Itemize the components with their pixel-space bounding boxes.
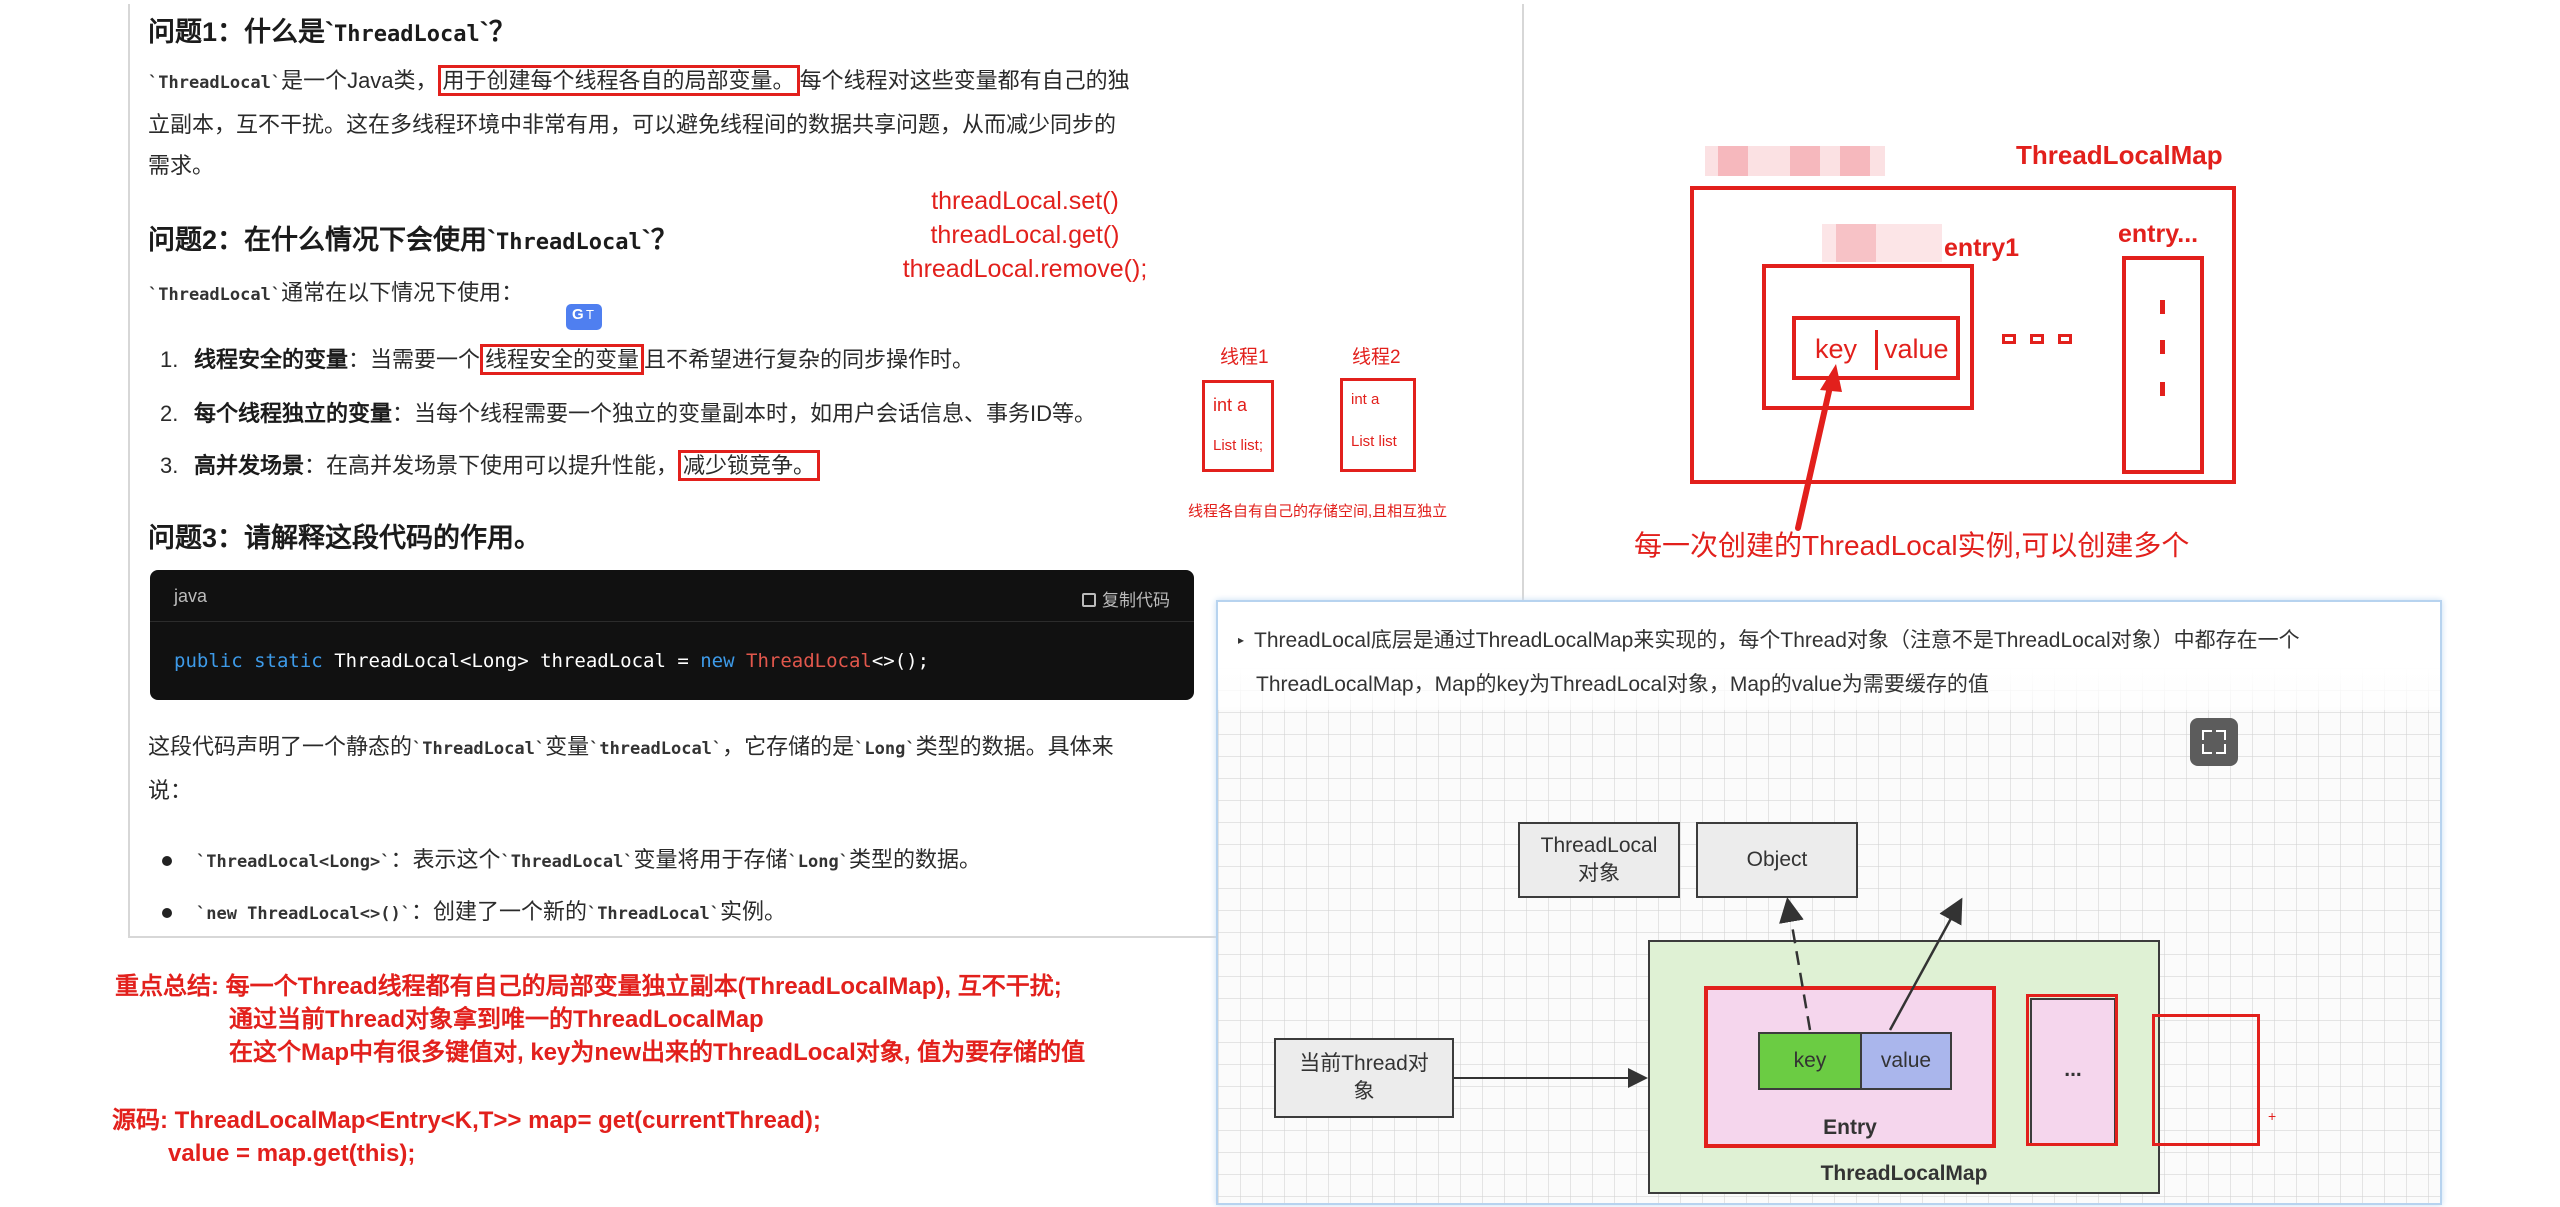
q1-paragraph: `ThreadLocal`是一个Java类，用于创建每个线程各自的局部变量。每个…	[148, 60, 1268, 186]
summary-note: 重点总结: 每一个Thread线程都有自己的局部变量独立副本(ThreadLoc…	[115, 973, 1086, 1066]
translate-icon[interactable]: G T	[566, 304, 602, 330]
bullet-item-2: `new ThreadLocal<>()`：创建了一个新的`ThreadLoca…	[162, 894, 786, 926]
q2-intro: `ThreadLocal`通常在以下情况下使用：	[148, 280, 524, 305]
sketch-entry-more-label: entry...	[2118, 220, 2199, 248]
q2-item-3: 3.高并发场景：在高并发场景下使用可以提升性能，减少锁竞争。	[160, 448, 821, 481]
q2-item-2: 2.每个线程独立的变量：当每个线程需要一个独立的变量副本时，如用户会话信息、事务…	[160, 401, 1097, 426]
q2-heading: 问题2：在什么情况下会使用`ThreadLocal`？	[148, 225, 678, 255]
value-node: value	[1860, 1032, 1952, 1090]
thread2-title: 线程2	[1352, 347, 1401, 368]
sketch-dot	[2002, 334, 2016, 344]
explain-paragraph: 这段代码声明了一个静态的`ThreadLocal`变量`threadLocal`…	[148, 734, 1114, 803]
embedded-screenshot: ▸ThreadLocal底层是通过ThreadLocalMap来实现的，每个Th…	[1216, 600, 2442, 1205]
sketch-dot	[2160, 382, 2165, 396]
key-node: key	[1758, 1032, 1862, 1090]
sketch-dot	[2030, 334, 2044, 344]
sketch-entry-more-box	[2122, 256, 2204, 474]
plus-mark: +	[2268, 1108, 2277, 1124]
sketch-entry1-box	[1762, 264, 1974, 410]
thread1-title: 线程1	[1220, 347, 1269, 368]
bullet-item-1: `ThreadLocal<Long>`：表示这个`ThreadLocal`变量将…	[162, 842, 981, 874]
code-language-label: java	[174, 586, 208, 606]
sketch-dot	[2058, 334, 2072, 344]
q3-heading: 问题3：请解释这段代码的作用。	[148, 523, 542, 553]
threads-note: 线程各自有自己的存储空间,且相互独立	[1188, 503, 1448, 520]
object-node: Object	[1696, 822, 1858, 898]
blurred-text	[1718, 146, 1748, 176]
extra-highlight-box	[2152, 1014, 2260, 1146]
sketch-map-box	[1690, 186, 2236, 484]
q2-item-1: 1.线程安全的变量：当需要一个线程安全的变量且不希望进行复杂的同步操作时。	[160, 342, 974, 375]
source-note: 源码: ThreadLocalMap<Entry<K,T>> map= get(…	[112, 1107, 821, 1167]
sketch-dot	[2160, 340, 2165, 354]
sketch-caption: 每一次创建的ThreadLocal实例,可以创建多个	[1634, 530, 2190, 561]
expand-icon[interactable]	[2190, 718, 2238, 766]
sketch-arrow	[1795, 364, 1842, 531]
q1-heading: 问题1：什么是`ThreadLocal`？	[148, 17, 516, 47]
blurred-text	[1840, 146, 1870, 176]
blurred-text	[1790, 146, 1820, 176]
sketch-entry1-label: entry1	[1944, 234, 2020, 262]
current-thread-node: 当前Thread对 象	[1274, 1038, 1454, 1118]
highlight-box: 减少锁竞争。	[678, 450, 821, 481]
highlight-box: 用于创建每个线程各自的局部变量。	[437, 65, 800, 96]
sketch-key-label: key	[1815, 334, 1858, 364]
sketch-value-label: value	[1884, 334, 1949, 364]
code-line: public static ThreadLocal<Long> threadLo…	[174, 650, 930, 672]
copy-icon	[1082, 593, 1096, 607]
diagram-arrows	[1454, 897, 1963, 1088]
blurred-text	[1836, 224, 1876, 262]
more-entries-highlight	[2026, 994, 2118, 1146]
article-panel: 问题1：什么是`ThreadLocal`？ `ThreadLocal`是一个Ja…	[128, 4, 1524, 938]
thread2-box: int a List list	[1340, 378, 1416, 472]
screenshot-description: ▸ThreadLocal底层是通过ThreadLocalMap来实现的，每个Th…	[1238, 629, 2300, 696]
code-block: java 复制代码 public static ThreadLocal<Long…	[150, 570, 1194, 700]
threadlocal-object-node: ThreadLocal 对象	[1518, 822, 1680, 898]
sketch-key-value-box	[1792, 316, 1960, 380]
thread1-box: int a List list;	[1202, 380, 1274, 472]
sketch-dot	[2160, 300, 2165, 314]
highlight-box: 线程安全的变量	[480, 344, 645, 375]
sketch-map-title: ThreadLocalMap	[2016, 140, 2223, 170]
copy-code-button[interactable]: 复制代码	[1082, 586, 1170, 611]
sketch-divider	[1875, 330, 1878, 370]
methods-annotation: threadLocal.set() threadLocal.get() thre…	[902, 187, 1148, 283]
